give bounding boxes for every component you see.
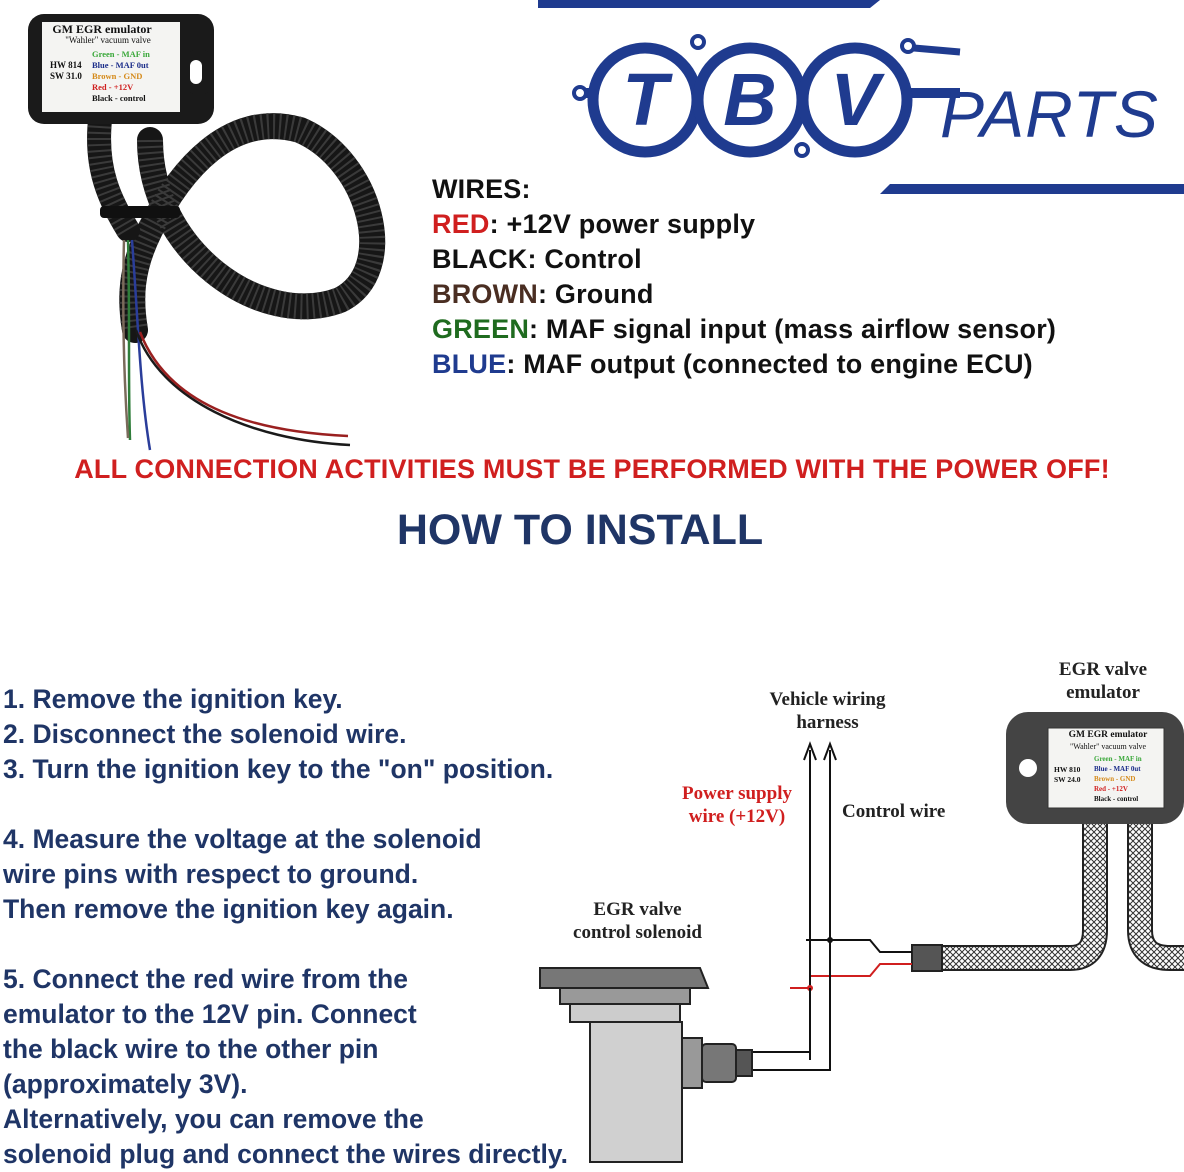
label-line-red: Red - +12V [92, 82, 134, 92]
emulator-label-line-2: emulator [1066, 682, 1140, 703]
label-hw: HW 814 [50, 60, 82, 70]
solenoid-top-plate [539, 967, 710, 989]
power-supply-label-line-2: wire (+12V) [688, 806, 786, 827]
label-line-brown: Brown - GND [92, 71, 143, 81]
wire-green-desc: : MAF signal input (mass airflow sensor) [529, 314, 1057, 344]
diagram-label-sw: SW 24.0 [1054, 775, 1081, 784]
product-label-text: GM EGR emulator "Wahler" vacuum valve HW… [44, 23, 180, 106]
emulator-label-line-1: EGR valve [1058, 659, 1148, 680]
wires-legend: WIRES: RED: +12V power supply BLACK: Con… [432, 172, 1056, 382]
solenoid-label: EGR valve control solenoid [555, 898, 720, 944]
product-photo [28, 14, 386, 451]
diagram-label-wire-list: Green - MAF in Blue - MAF 0ut Brown - GN… [1094, 754, 1142, 804]
step-5-line-3: the black wire to the other pin [3, 1034, 379, 1064]
step-3: 3. Turn the ignition key to the "on" pos… [3, 754, 554, 784]
step-5-line-6: solenoid plug and connect the wires dire… [3, 1139, 568, 1169]
wire-blue-desc: : MAF output (connected to engine ECU) [506, 349, 1033, 379]
step-5-line-5: Alternatively, you can remove the [3, 1104, 424, 1134]
wire-brown-desc: : Ground [537, 279, 654, 309]
diagram-line-red: Red - +12V [1094, 785, 1128, 793]
label-subtitle: "Wahler" vacuum valve [65, 35, 151, 45]
tbv-logo [538, 0, 1184, 194]
diagram-line-black: Black - control [1094, 795, 1139, 803]
power-supply-label-line-1: Power supply [682, 783, 792, 804]
step-2: 2. Disconnect the solenoid wire. [3, 719, 407, 749]
step-5-line-2: emulator to the 12V pin. Connect [3, 999, 417, 1029]
wire-green: GREEN: MAF signal input (mass airflow se… [432, 312, 1056, 347]
harness-end-cap [911, 944, 943, 972]
diagram-line-green: Green - MAF in [1094, 755, 1142, 763]
power-supply-label: Power supply wire (+12V) [662, 782, 812, 828]
label-line-blue: Blue - MAF 0ut [92, 60, 149, 70]
diagram-label-subtitle: "Wahler" vacuum valve [1069, 742, 1147, 751]
label-title: GM EGR emulator [52, 22, 152, 36]
step-4-line-3: Then remove the ignition key again. [3, 894, 454, 924]
step-5-line-4: (approximately 3V). [3, 1069, 248, 1099]
wire-red-name: RED [432, 209, 490, 239]
module-label-plate [42, 22, 180, 112]
label-wire-list: Green - MAF in Blue - MAF 0ut Brown - GN… [92, 49, 150, 104]
wire-black-name: BLACK [432, 244, 528, 274]
diagram-line-brown: Brown - GND [1094, 775, 1136, 783]
solenoid-label-line-1: EGR valve [593, 899, 682, 920]
braided-harness [920, 810, 1108, 971]
step-4-line-1: 4. Measure the voltage at the solenoid [3, 824, 482, 854]
solenoid-label-line-2: control solenoid [573, 922, 702, 943]
install-steps: 1. Remove the ignition key. 2. Disconnec… [3, 682, 568, 1172]
solenoid-body [589, 1021, 683, 1163]
harness-label: Vehicle wiring harness [745, 688, 910, 734]
diagram-label-title: GM EGR emulator [1068, 730, 1148, 740]
diagram-label-hw: HW 810 [1054, 765, 1081, 774]
label-sw: SW 31.0 [50, 71, 82, 81]
wire-blue: BLUE: MAF output (connected to engine EC… [432, 347, 1056, 382]
diagram-line-blue: Blue - MAF 0ut [1094, 765, 1141, 773]
wires-heading: WIRES: [432, 174, 531, 204]
diagram-module-plate [1047, 727, 1165, 809]
wire-green-name: GREEN [432, 314, 530, 344]
wiring-diagram [539, 712, 1184, 1163]
step-4-line-2: wire pins with respect to ground. [3, 859, 419, 889]
wire-blue-name: BLUE [432, 349, 507, 379]
power-off-warning: ALL CONNECTION ACTIVITIES MUST BE PERFOR… [74, 454, 1110, 484]
control-wire-label: Control wire [842, 801, 946, 822]
logo-letter-t: T [622, 58, 668, 141]
diagram-module-label: GM EGR emulator "Wahler" vacuum valve HW… [1050, 730, 1166, 803]
install-heading: HOW TO INSTALL [396, 506, 764, 554]
label-line-black: Black - control [92, 93, 146, 103]
harness-label-line-2: harness [796, 712, 859, 733]
wire-red-desc: : +12V power supply [489, 209, 756, 239]
logo-word-parts: PARTS [940, 77, 1159, 151]
wire-black: BLACK: Control [432, 242, 1056, 277]
emulator-label: EGR valve emulator [1030, 658, 1176, 704]
step-5-line-1: 5. Connect the red wire from the [3, 964, 408, 994]
logo-letter-v: V [830, 58, 880, 141]
wire-brown: BROWN: Ground [432, 277, 1056, 312]
wire-red: RED: +12V power supply [432, 207, 1056, 242]
wire-brown-name: BROWN [432, 279, 538, 309]
harness-label-line-1: Vehicle wiring [769, 689, 886, 710]
wire-black-desc: : Control [527, 244, 642, 274]
logo-letter-b: B [723, 58, 777, 141]
step-1: 1. Remove the ignition key. [3, 684, 343, 714]
label-line-green: Green - MAF in [92, 49, 150, 59]
